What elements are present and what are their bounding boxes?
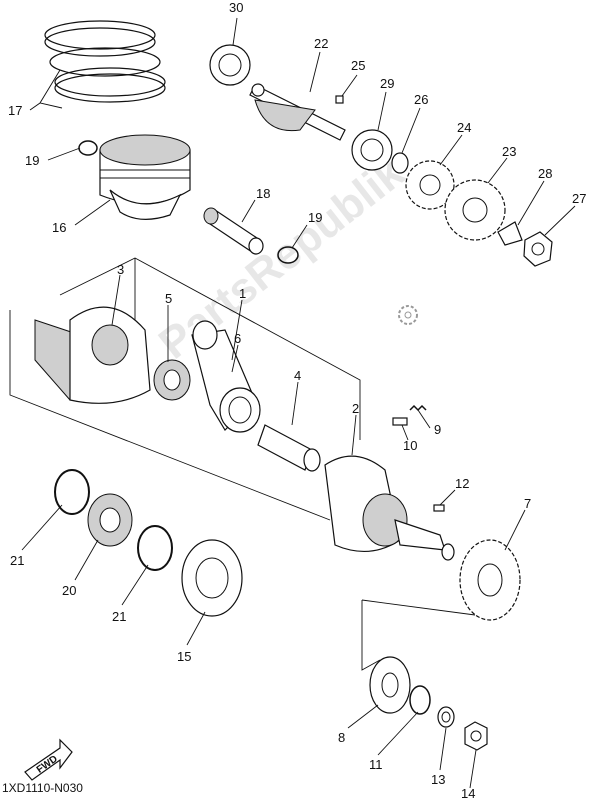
needle-bearing[interactable]	[153, 359, 191, 401]
gear-23[interactable]	[444, 179, 506, 241]
label-21-lower[interactable]: 21	[112, 609, 126, 624]
label-19-top[interactable]: 19	[25, 153, 39, 168]
label-5[interactable]: 5	[165, 291, 172, 306]
fwd-arrow-icon: FWD	[24, 738, 73, 781]
balancer-shaft[interactable]	[249, 83, 346, 141]
shim-21-upper[interactable]	[54, 469, 90, 515]
key-25[interactable]	[335, 95, 344, 104]
nut-14[interactable]	[464, 721, 488, 751]
label-30[interactable]: 30	[229, 0, 243, 15]
label-29[interactable]: 29	[380, 76, 394, 91]
gear-icon	[398, 305, 418, 325]
gear-24[interactable]	[405, 160, 455, 210]
label-18[interactable]: 18	[256, 186, 270, 201]
label-20[interactable]: 20	[62, 583, 76, 598]
part-labels: 30 22 25 29 26 24 23 28 27 17 19 16 18 1…	[8, 0, 586, 800]
label-11[interactable]: 11	[369, 757, 383, 772]
bearing-15[interactable]	[181, 539, 243, 617]
label-9[interactable]: 9	[434, 422, 441, 437]
circlip-right[interactable]	[277, 246, 299, 264]
label-24[interactable]: 24	[457, 120, 471, 135]
crank-group-outline	[9, 257, 361, 521]
label-2[interactable]: 2	[352, 401, 359, 416]
piston[interactable]	[99, 134, 191, 220]
connecting-rod[interactable]	[191, 320, 261, 433]
label-25[interactable]: 25	[351, 58, 365, 73]
label-15[interactable]: 15	[177, 649, 191, 664]
diagram-code: 1XD1110-N030	[2, 781, 83, 795]
crank-web-right[interactable]	[324, 455, 455, 561]
lower-group-outline	[361, 599, 476, 671]
label-16[interactable]: 16	[52, 220, 66, 235]
collar-26[interactable]	[391, 152, 409, 174]
label-21-upper[interactable]: 21	[10, 553, 24, 568]
crank-pin[interactable]	[257, 424, 321, 472]
label-23[interactable]: 23	[502, 144, 516, 159]
plate-8[interactable]	[369, 656, 411, 714]
lock-washer-28[interactable]	[497, 221, 523, 246]
label-10[interactable]: 10	[403, 438, 417, 453]
bearing-29[interactable]	[351, 129, 393, 171]
bearing-30[interactable]	[209, 44, 251, 86]
shim-21-lower[interactable]	[137, 525, 173, 571]
circlip-11[interactable]	[409, 685, 431, 715]
label-26[interactable]: 26	[414, 92, 428, 107]
gear-20[interactable]	[87, 493, 133, 547]
circlip-top[interactable]	[78, 140, 98, 156]
primary-drive-gear[interactable]	[459, 539, 521, 621]
washer-13[interactable]	[437, 706, 455, 728]
crank-web-left[interactable]	[34, 306, 151, 404]
key-12[interactable]	[433, 504, 445, 512]
spring-9[interactable]	[409, 404, 427, 412]
label-22[interactable]: 22	[314, 36, 328, 51]
piston-pin[interactable]	[203, 207, 264, 255]
label-13[interactable]: 13	[431, 772, 445, 787]
pin-10[interactable]	[392, 417, 408, 426]
label-14[interactable]: 14	[461, 786, 475, 800]
label-4[interactable]: 4	[294, 368, 301, 383]
label-3[interactable]: 3	[117, 262, 124, 277]
label-19-right[interactable]: 19	[308, 210, 322, 225]
label-28[interactable]: 28	[538, 166, 552, 181]
label-12[interactable]: 12	[455, 476, 469, 491]
leader-lines	[21, 17, 576, 789]
piston-rings[interactable]	[44, 20, 166, 103]
label-6[interactable]: 6	[234, 331, 241, 346]
label-8[interactable]: 8	[338, 730, 345, 745]
label-1[interactable]: 1	[239, 286, 246, 301]
label-27[interactable]: 27	[572, 191, 586, 206]
label-7[interactable]: 7	[524, 496, 531, 511]
label-17[interactable]: 17	[8, 103, 22, 118]
nut-27[interactable]	[523, 231, 553, 267]
